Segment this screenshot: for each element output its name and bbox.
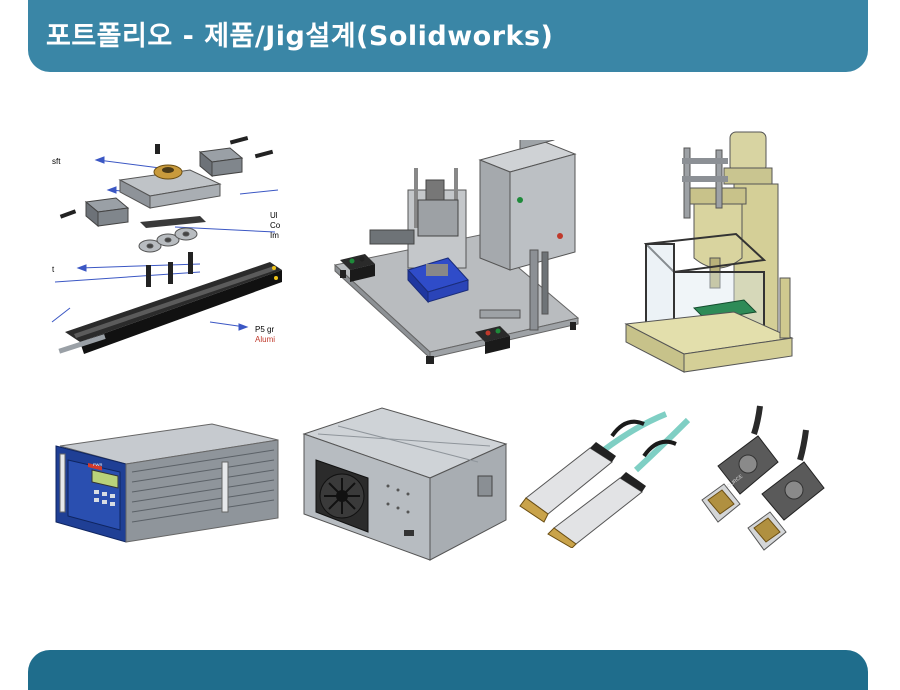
callout-sft: sft	[52, 157, 61, 166]
callout-p5: P5 gr	[255, 325, 274, 334]
title-banner	[28, 0, 868, 72]
page-title: 포트폴리오 - 제품/Jig설계(Solidworks)	[46, 21, 554, 52]
fan-enclosure-image	[298, 404, 508, 562]
test-jig-image	[330, 140, 580, 368]
callout-co: Co	[270, 221, 281, 230]
callout-im: Im	[270, 231, 279, 240]
exploded-assembly-image: sft Ul Co Im t P5 gr Alumi	[50, 132, 282, 368]
press-machine-image	[624, 128, 794, 376]
footer-banner	[28, 650, 868, 690]
callout-t: t	[52, 265, 55, 274]
lcd-brand-mark: PWR	[93, 462, 102, 467]
callout-ul: Ul	[270, 211, 278, 220]
qsfp-transceiver-image	[516, 406, 690, 548]
rackmount-unit-image: PWR	[52, 422, 282, 544]
callout-alumi: Alumi	[255, 335, 275, 344]
hdmi-cable-image: SOURCE	[696, 404, 856, 564]
